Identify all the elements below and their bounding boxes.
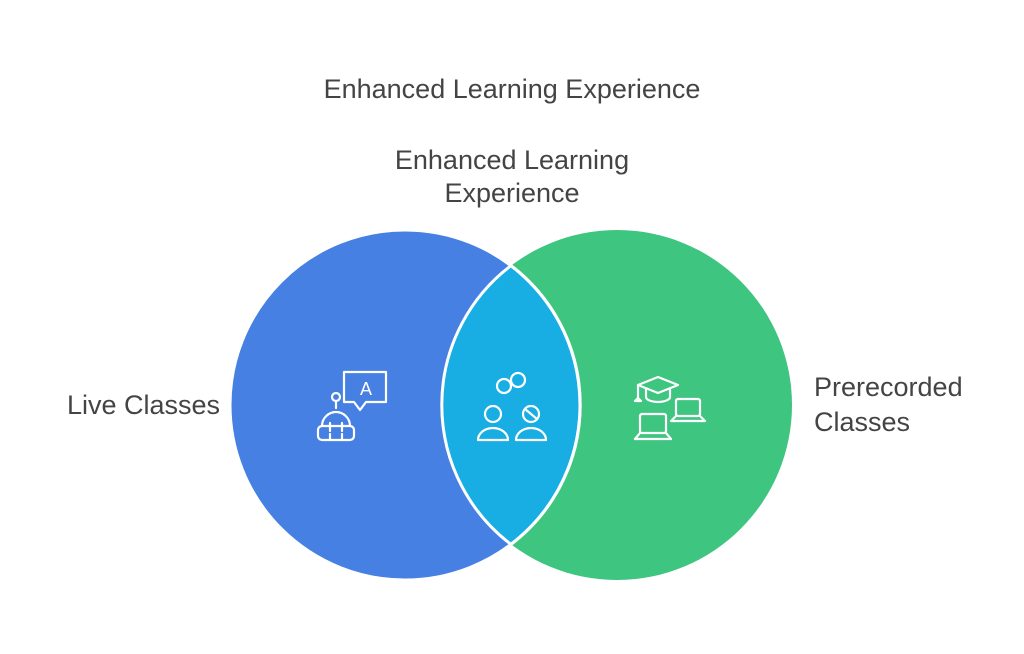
set-label-prerecorded-line-1: Prerecorded	[814, 372, 963, 402]
intersection-label-line-2: Experience	[444, 178, 580, 208]
intersection-label-line-1: Enhanced Learning	[394, 145, 630, 175]
connected-people-icon	[476, 371, 548, 442]
intersection-label: Enhanced Learning Experience	[362, 144, 662, 210]
venn-lens-outline	[440, 263, 582, 547]
diagram-title: Enhanced Learning Experience	[323, 74, 701, 104]
set-label-prerecorded-line-2: Classes	[814, 407, 911, 437]
robot-chat-icon: A	[316, 370, 388, 442]
set-label-live-classes: Live Classes	[66, 390, 220, 420]
venn-intersection	[442, 230, 580, 580]
set-label-prerecorded-classes: Prerecorded Classes	[814, 370, 1004, 440]
graduation-laptops-icon	[633, 375, 707, 441]
svg-text:A: A	[360, 379, 372, 399]
